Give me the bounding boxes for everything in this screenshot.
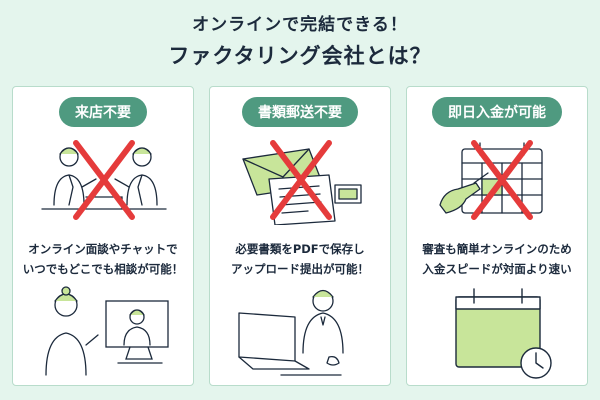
pc-upload-illustration xyxy=(238,289,344,376)
description-line: 入金スピードが対面より速い xyxy=(422,262,572,276)
description-line: いつでもどこでも相談が可能！ xyxy=(22,262,184,276)
feature-card-same-day-payment: 即日入金が可能 審査も簡単オンラインのため 入金スピードが対面より速い xyxy=(406,86,588,386)
card-description: オンライン面談やチャットで いつでもどこでも相談が可能！ xyxy=(17,239,189,279)
feature-card-no-mail: 書類郵送不要 必要書類をPDFで保存し アップロード提出が可能！ xyxy=(209,86,391,386)
description-line: 必要書類をPDFで保存し xyxy=(235,242,365,256)
page-subtitle: オンラインで完結できる！ xyxy=(192,15,408,35)
description-line: オンライン面談やチャットで xyxy=(28,242,178,256)
description-line: アップロード提出が可能！ xyxy=(231,262,369,276)
card-label: 書類郵送不要 xyxy=(242,97,358,127)
online-meeting-illustration xyxy=(45,286,169,376)
card-description: 審査も簡単オンラインのため 入金スピードが対面より速い xyxy=(411,239,583,279)
card-label: 即日入金が可能 xyxy=(432,97,562,127)
calendar-waiting-illustration xyxy=(439,140,543,220)
card-label: 来店不要 xyxy=(59,97,147,127)
cross-icon xyxy=(270,140,332,220)
cross-icon xyxy=(471,140,533,220)
description-line: 審査も簡単オンラインのため xyxy=(422,242,572,256)
card-description: 必要書類をPDFで保存し アップロード提出が可能！ xyxy=(214,239,386,279)
mailing-documents-illustration xyxy=(242,140,362,225)
feature-card-no-visit: 来店不要 オンライン面談やチャットで いつでもどこでも相談が可能！ xyxy=(12,86,194,386)
cross-icon xyxy=(73,140,135,220)
in-person-meeting-illustration xyxy=(41,140,167,220)
page-title: ファクタリング会社とは？ xyxy=(168,44,432,68)
calendar-clock-illustration xyxy=(455,288,552,379)
